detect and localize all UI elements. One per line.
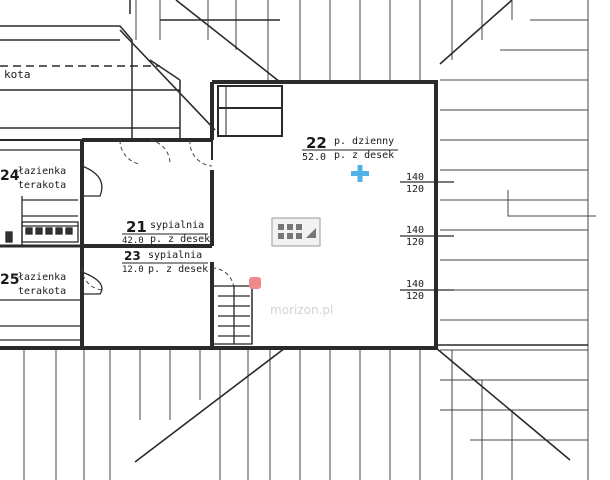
window-dim-3-bottom: 120 bbox=[406, 291, 424, 302]
room-25-floor: terakota bbox=[18, 286, 66, 297]
roof-hatch-bottom bbox=[23, 350, 513, 480]
roof-hatch-top bbox=[135, 0, 513, 80]
room-21-name: sypialnia bbox=[150, 220, 204, 231]
room-23-number: 23 bbox=[124, 249, 141, 263]
room-24-number: 24 bbox=[0, 168, 20, 184]
window-dim-2-bottom: 120 bbox=[406, 237, 424, 248]
bathroom-fixtures bbox=[0, 149, 103, 341]
window-dim-3-top: 140 bbox=[406, 279, 424, 290]
room-24-name: łazienka bbox=[18, 166, 66, 177]
room-23-name: sypialnia bbox=[148, 250, 202, 261]
room-21-number: 21 bbox=[126, 218, 147, 236]
room-21-floor: p. z desek bbox=[150, 234, 210, 245]
room-22-number: 22 bbox=[306, 134, 327, 152]
window-dim-1-bottom: 120 bbox=[406, 184, 424, 195]
plus-icon[interactable] bbox=[351, 165, 369, 182]
watermark-text: morizon.pl bbox=[270, 303, 333, 317]
upper-left-structure bbox=[0, 0, 181, 140]
light-well bbox=[217, 85, 283, 137]
room-22-floor: p. z desek bbox=[334, 150, 394, 161]
room-25-number: 25 bbox=[0, 272, 19, 288]
window-markers bbox=[400, 181, 454, 291]
room-22-area: 52.0 bbox=[302, 152, 326, 163]
room-23-floor: p. z desek bbox=[148, 264, 208, 275]
top-left-label: kota bbox=[4, 68, 31, 81]
watermark: morizon.pl bbox=[270, 217, 333, 317]
roof-hatch-right bbox=[440, 0, 596, 480]
room-21-area: 42.0 bbox=[122, 236, 144, 246]
staircase bbox=[211, 278, 253, 345]
marker-icon[interactable] bbox=[249, 277, 261, 289]
walls bbox=[0, 80, 438, 350]
window-dim-1-top: 140 bbox=[406, 172, 424, 183]
roof-hips bbox=[119, 0, 588, 463]
room-25-name: łazienka bbox=[18, 272, 66, 283]
window-dim-2-top: 140 bbox=[406, 225, 424, 236]
room-22-name: p. dzienny bbox=[334, 136, 394, 147]
room-24-floor: terakota bbox=[18, 180, 66, 191]
room-23-area: 12.0 bbox=[122, 265, 144, 275]
